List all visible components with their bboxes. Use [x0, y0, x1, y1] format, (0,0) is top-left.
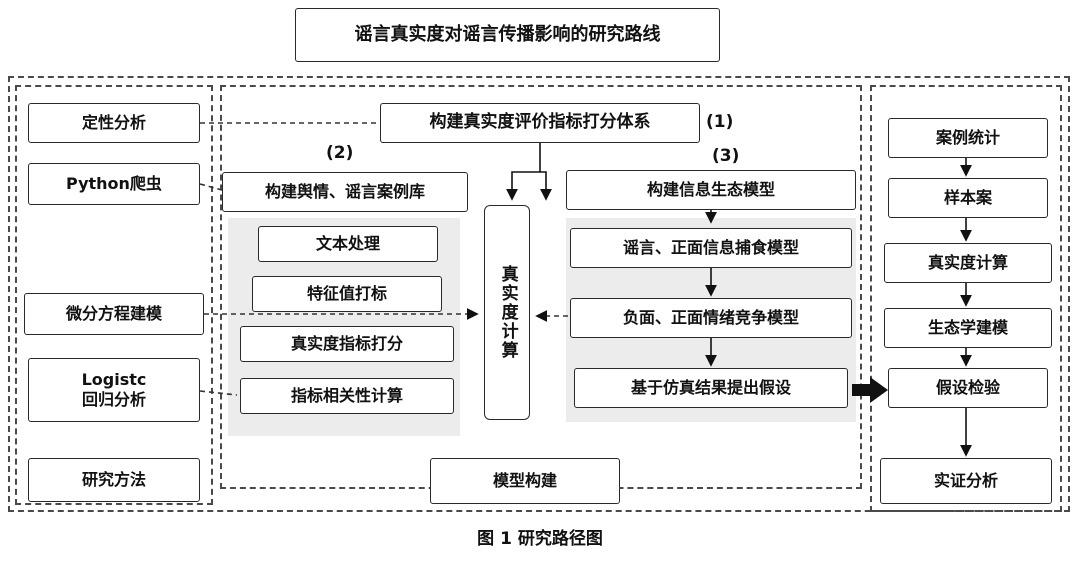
box-python-crawler: Python爬虫	[28, 163, 200, 205]
figure-caption: 图 1 研究路径图	[477, 529, 603, 549]
label-step-3: (3)	[712, 146, 740, 166]
box-hypothesis-test: 假设检验	[888, 368, 1048, 408]
box-research-methods: 研究方法	[28, 458, 200, 502]
box-qualitative-analysis: 定性分析	[28, 103, 200, 143]
box-authenticity-calc-vertical: 真实度计算	[484, 205, 530, 420]
label-step-2: (2)	[326, 143, 354, 163]
box-text-processing: 文本处理	[258, 226, 438, 262]
box-eco-model: 构建信息生态模型	[566, 170, 856, 210]
diagram-title: 谣言真实度对谣言传播影响的研究路线	[295, 8, 720, 62]
box-case-statistics: 案例统计	[888, 118, 1048, 158]
box-score-system: 构建真实度评价指标打分体系	[380, 103, 700, 143]
box-competition-model: 负面、正面情绪竞争模型	[570, 298, 852, 338]
box-case-library: 构建舆情、谣言案例库	[222, 172, 468, 212]
box-ecology-modeling: 生态学建模	[884, 308, 1052, 348]
box-correlation-calc: 指标相关性计算	[240, 378, 454, 414]
box-empirical-analysis: 实证分析	[880, 458, 1052, 504]
methods-panel	[15, 85, 213, 505]
box-differential-modeling: 微分方程建模	[24, 293, 204, 335]
empirical-panel	[870, 85, 1062, 512]
outer-frame	[8, 76, 1070, 512]
box-authenticity-scoring: 真实度指标打分	[240, 326, 454, 362]
box-logistic-regression: Logistc 回归分析	[28, 358, 200, 422]
box-model-building: 模型构建	[430, 458, 620, 504]
box-authenticity-calc-right: 真实度计算	[884, 243, 1052, 283]
box-predation-model: 谣言、正面信息捕食模型	[570, 228, 852, 268]
box-feature-labeling: 特征值打标	[252, 276, 442, 312]
label-step-1: (1)	[706, 112, 734, 132]
box-hypothesis-proposal: 基于仿真结果提出假设	[574, 368, 848, 408]
box-sample-cases: 样本案	[888, 178, 1048, 218]
